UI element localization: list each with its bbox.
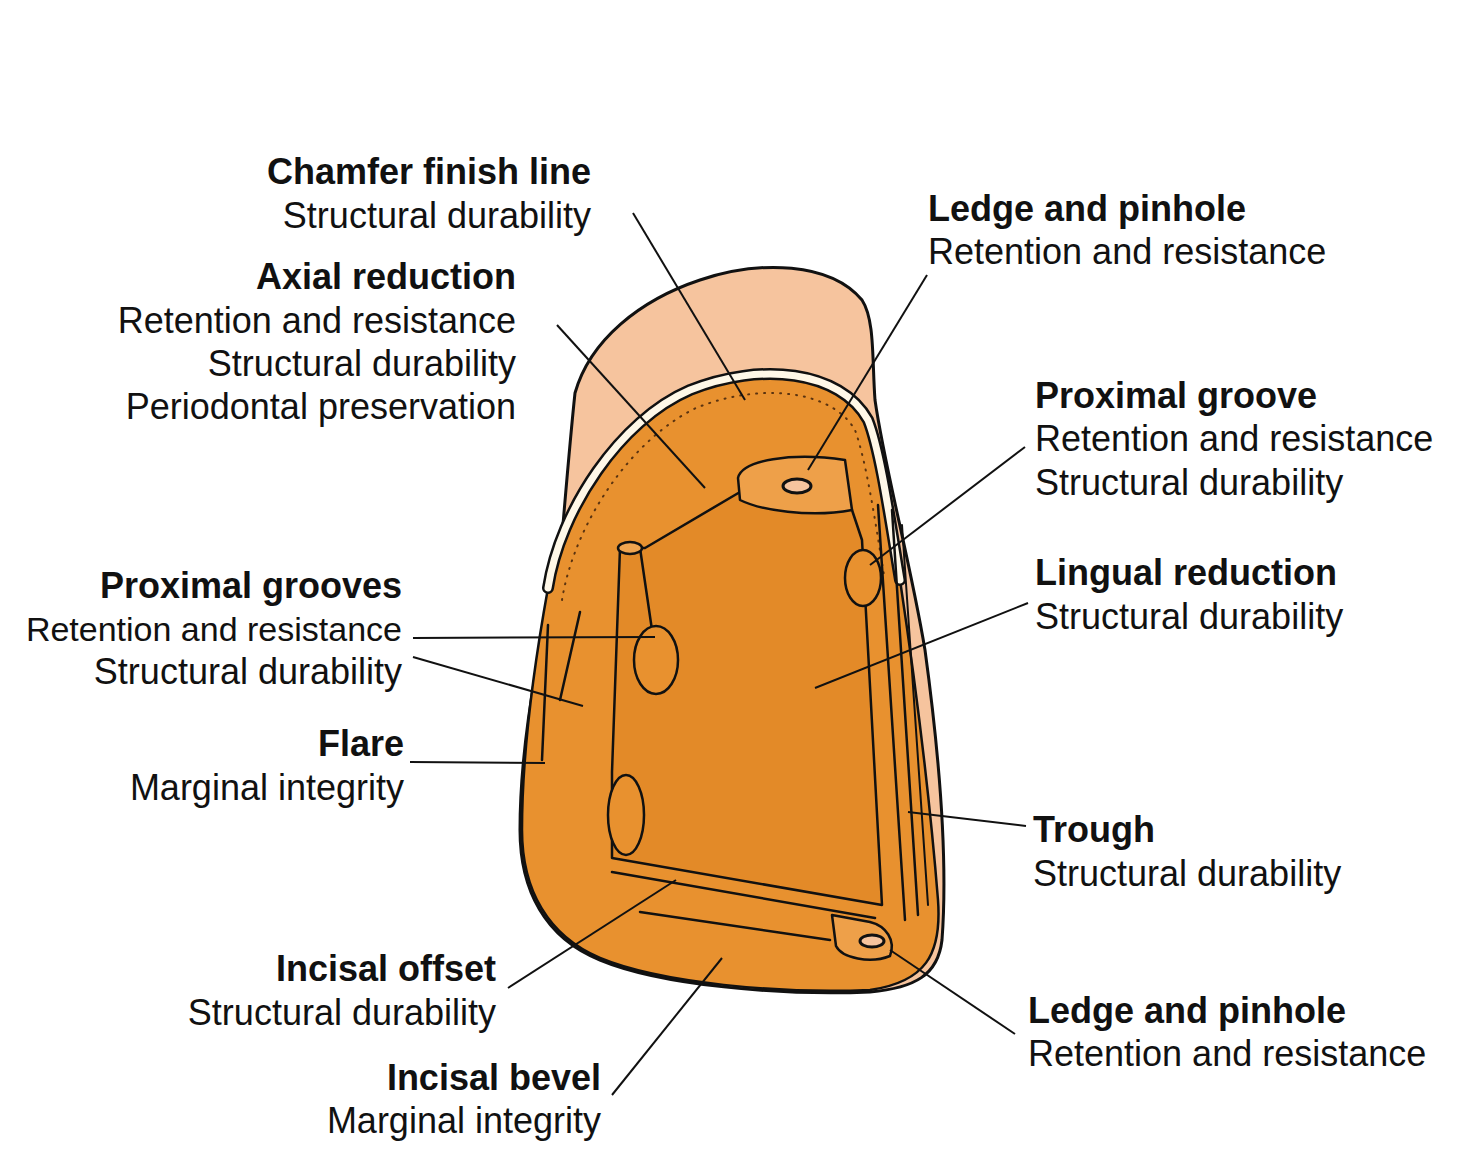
leader-line [908,812,1026,826]
function-note: Retention and resistance [1035,419,1433,459]
function-note: Marginal integrity [130,768,404,808]
part-name: Flare [318,724,404,764]
function-note: Structural durability [283,196,591,236]
leader-line [612,958,722,1095]
leader-line [815,603,1028,688]
leader-line [413,657,583,706]
incisal-bevel-line [640,912,830,940]
function-note: Structural durability [188,993,496,1033]
function-note: Periodontal preservation [126,387,516,427]
ledge-bottom [832,915,892,960]
part-name: Proximal groove [1035,376,1317,416]
leader-line [890,950,1015,1034]
part-name: Proximal grooves [100,566,402,606]
tooth-outline [520,267,944,992]
function-note: Structural durability [1035,463,1343,503]
proximal-groove-lower [608,775,644,855]
part-name: Lingual reduction [1035,553,1337,593]
part-name: Ledge and pinhole [928,189,1246,229]
pinhole-top [783,479,811,493]
part-name: Trough [1033,810,1155,850]
leader-line [557,325,705,488]
leader-line [508,880,676,988]
function-note: Structural durability [1033,854,1341,894]
part-name: Ledge and pinhole [1028,991,1346,1031]
part-name: Axial reduction [256,257,516,297]
part-name: Incisal bevel [387,1058,601,1098]
pinhole-bottom [860,935,884,947]
function-note: Retention and resistance [26,609,402,649]
flare-line [560,612,580,700]
leader-line [633,213,745,400]
part-name: Chamfer finish line [267,152,591,192]
function-note: Retention and resistance [928,232,1326,272]
trough-line [878,505,905,920]
lingual-surface [612,492,882,905]
trough-line [902,525,928,905]
flare-line [542,625,548,760]
function-note: Structural durability [94,652,402,692]
prepared-surface [522,374,939,991]
leader-line [410,762,545,763]
part-name: Incisal offset [276,949,496,989]
leader-line [808,275,927,470]
function-note: Retention and resistance [1028,1034,1426,1074]
groove-line [640,548,652,630]
proximal-groove-right [845,550,881,606]
ledge-top [738,457,852,513]
function-note: Retention and resistance [118,301,516,341]
function-note: Structural durability [208,344,516,384]
leader-line [870,447,1025,565]
leader-line [413,637,655,638]
function-note: Structural durability [1035,597,1343,637]
function-note: Marginal integrity [327,1101,601,1141]
groove-top [618,542,642,554]
